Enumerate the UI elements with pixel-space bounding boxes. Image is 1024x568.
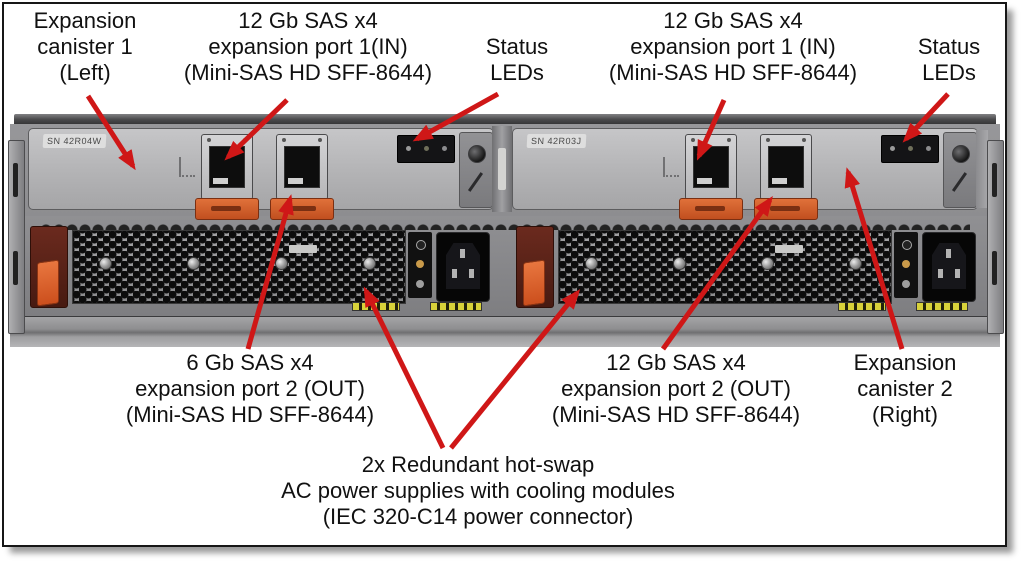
canister-handle-panel <box>943 132 977 208</box>
port-pull-tab <box>679 198 743 220</box>
sas-expansion-port-2 <box>276 134 328 200</box>
status-led-panel <box>397 135 455 163</box>
sas-port-socket <box>284 146 320 188</box>
rack-ear-right <box>987 140 1004 334</box>
callout-line: LEDs <box>490 60 544 85</box>
expansion-canister-1: SN 42R04W <box>28 128 494 220</box>
thumbscrew <box>952 145 970 163</box>
divider-label <box>498 148 506 190</box>
chassis-side-strip <box>976 130 988 208</box>
callout-line: 6 Gb SAS x4 <box>186 350 314 375</box>
callout-status-leds-right: Status LEDs <box>918 34 980 86</box>
callout-expansion-port-1-right: 12 Gb SAS x4 expansion port 1 (IN) (Mini… <box>609 8 857 86</box>
callout-line: (IEC 320-C14 power connector) <box>322 504 634 529</box>
sas-symbol-icon <box>663 157 679 177</box>
callout-line: expansion port 2 (OUT) <box>135 376 365 401</box>
serial-number-label: SN 42R03J <box>526 134 586 148</box>
cooling-vent-grille <box>558 230 892 304</box>
psu-latch-housing <box>30 226 68 308</box>
callout-status-leds-left: Status LEDs <box>486 34 548 86</box>
callout-expansion-port-2-right: 12 Gb SAS x4 expansion port 2 (OUT) (Min… <box>552 350 800 428</box>
canister-divider <box>492 126 512 212</box>
chassis-bottom-edge <box>10 316 1000 347</box>
canister-handle-panel <box>459 132 493 208</box>
rack-ear-left <box>8 140 25 334</box>
callout-expansion-canister-1: Expansion canister 1 (Left) <box>34 8 137 86</box>
sas-symbol-icon <box>179 157 195 177</box>
callout-line: 2x Redundant hot-swap <box>361 452 595 477</box>
callout-line: expansion port 1(IN) <box>208 34 408 59</box>
callout-line: expansion port 1 (IN) <box>630 34 836 59</box>
callout-line: canister 2 <box>857 376 953 401</box>
port-pull-tab <box>195 198 259 220</box>
callout-line: Expansion <box>853 350 957 375</box>
callout-expansion-port-2-left: 6 Gb SAS x4 expansion port 2 (OUT) (Mini… <box>126 350 374 428</box>
callout-line: (Left) <box>59 60 111 85</box>
sas-port-socket <box>768 146 804 188</box>
caution-label <box>916 302 968 311</box>
status-led-panel <box>881 135 939 163</box>
power-supply-left <box>16 224 498 311</box>
iec-c14-power-connector <box>436 232 490 302</box>
callout-line: Status <box>485 34 549 59</box>
callout-line: Expansion <box>33 8 137 33</box>
callout-expansion-canister-2: Expansion canister 2 (Right) <box>854 350 957 428</box>
psu-release-latch <box>523 259 545 307</box>
psu-latch-housing <box>516 226 554 308</box>
callout-line: LEDs <box>922 60 976 85</box>
iec-socket <box>932 243 966 289</box>
callout-line: (Mini-SAS HD SFF-8644) <box>183 60 433 85</box>
port-pull-tab <box>754 198 818 220</box>
psu-status-leds <box>408 232 432 298</box>
sas-port-socket <box>693 146 729 188</box>
callout-line: 12 Gb SAS x4 <box>238 8 378 33</box>
thumbscrew <box>468 145 486 163</box>
callout-line: (Mini-SAS HD SFF-8644) <box>608 60 858 85</box>
sas-expansion-port-1 <box>201 134 253 200</box>
callout-expansion-port-1-left: 12 Gb SAS x4 expansion port 1(IN) (Mini-… <box>184 8 432 86</box>
grille-sticker <box>775 245 803 253</box>
cooling-vent-grille <box>72 230 406 304</box>
callout-line: AC power supplies with cooling modules <box>281 478 675 503</box>
power-supply-right <box>502 224 984 311</box>
sas-expansion-port-2 <box>760 134 812 200</box>
caution-label <box>352 302 400 311</box>
callout-line: Status <box>917 34 981 59</box>
iec-socket <box>446 243 480 289</box>
sas-port-socket <box>209 146 245 188</box>
caution-label <box>838 302 886 311</box>
callout-line: (Right) <box>871 402 938 427</box>
psu-release-latch <box>37 259 59 307</box>
power-supply-row <box>10 216 1000 316</box>
callout-power-supplies: 2x Redundant hot-swap AC power supplies … <box>281 452 675 530</box>
callout-line: expansion port 2 (OUT) <box>561 376 791 401</box>
callout-line: 12 Gb SAS x4 <box>606 350 746 375</box>
psu-status-leds <box>894 232 918 298</box>
iec-c14-power-connector <box>922 232 976 302</box>
enclosure-photo: SN 42R04W SN 42R03J <box>8 114 1004 347</box>
caution-label <box>430 302 482 311</box>
sas-expansion-port-1 <box>685 134 737 200</box>
expansion-canister-2: SN 42R03J <box>512 128 978 220</box>
callout-line: (Mini-SAS HD SFF-8644) <box>551 402 801 427</box>
port-pull-tab <box>270 198 334 220</box>
callout-line: (Mini-SAS HD SFF-8644) <box>125 402 375 427</box>
serial-number-label: SN 42R04W <box>42 134 106 148</box>
grille-sticker <box>289 245 317 253</box>
callout-line: 12 Gb SAS x4 <box>663 8 803 33</box>
callout-line: canister 1 <box>37 34 133 59</box>
